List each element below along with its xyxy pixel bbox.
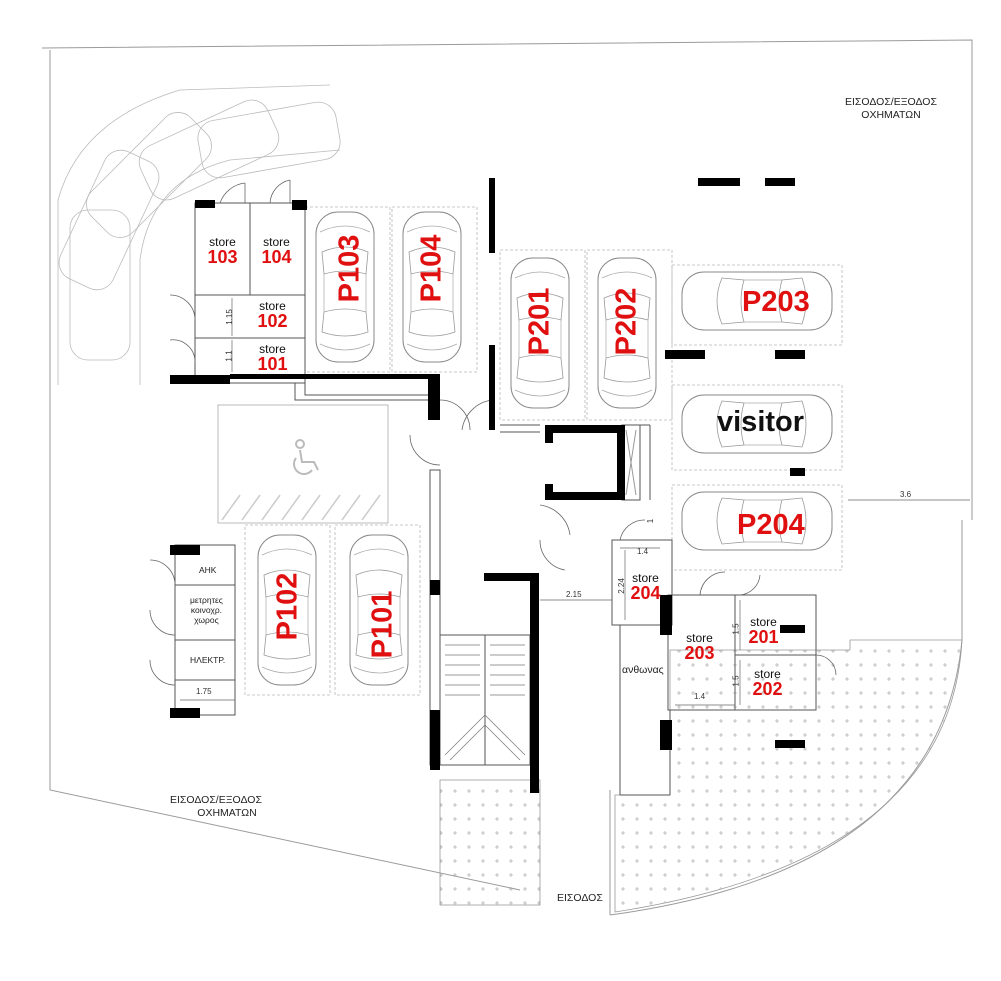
store-103-number: 103: [207, 247, 238, 267]
store-201-word: store: [750, 615, 777, 629]
structural-walls: [170, 178, 805, 793]
store-103-word: store: [209, 235, 236, 249]
store-101-word: store: [259, 342, 286, 356]
room-meters-line3: χωρος: [194, 614, 219, 625]
parking-bays: [244, 206, 843, 696]
store-202-word: store: [754, 667, 781, 681]
dim-1-75: 1.75: [196, 687, 212, 696]
parking-visitor: visitor: [717, 406, 805, 438]
store-201-number: 201: [748, 627, 779, 647]
dimension-lines: [180, 298, 970, 706]
parking-p104: P104: [415, 234, 448, 303]
store-102-number: 102: [257, 311, 288, 331]
parking-p102: P102: [271, 572, 304, 641]
parking-p202: P202: [610, 287, 643, 356]
vehicle-entrance-top-line1: ΕΙΣΟΔΟΣ/ΕΞΟΔΟΣ: [845, 96, 937, 108]
store-203-word: store: [686, 631, 713, 645]
store-204-number: 204: [630, 583, 661, 603]
store-202: store 202: [745, 668, 790, 698]
store-102-word: store: [259, 299, 286, 313]
vehicle-entrance-top-label: ΕΙΣΟΔΟΣ/ΕΞΟΔΟΣ ΟΧΗΜΑΤΩΝ: [845, 97, 937, 120]
room-meters: μετρητες κοινοχρ. χωρος: [190, 595, 223, 625]
garden-label: ανθωνας: [622, 664, 664, 676]
ramp-cars: [57, 84, 341, 385]
dim-1: 1: [646, 518, 656, 524]
parking-p204: P204: [737, 509, 805, 541]
pedestrian-entrance-label: ΕΙΣΟΔΟΣ: [557, 892, 603, 904]
dim-2-24: 2.24: [616, 578, 626, 594]
dim-2-15: 2.15: [566, 590, 582, 599]
dim-1-4-top: 1.4: [637, 547, 649, 556]
dim-1-4-bottom: 1.4: [694, 692, 706, 701]
dim-1-5-top: 1.5: [731, 623, 741, 635]
store-104-word: store: [263, 235, 290, 249]
wheelchair-icon: [293, 439, 319, 475]
room-electric: ΗΛΕΚΤΡ.: [190, 655, 226, 665]
parking-p101: P101: [366, 590, 399, 659]
store-204: store 204: [623, 572, 668, 602]
room-ahk: ΑΗΚ: [199, 565, 217, 575]
store-204-word: store: [632, 571, 659, 585]
garden-areas: [439, 639, 963, 913]
dim-1-1: 1.1: [224, 350, 234, 362]
store-203: store 203: [677, 632, 722, 662]
store-201: store 201: [741, 616, 786, 646]
store-101: store 101: [250, 343, 295, 373]
store-202-number: 202: [752, 679, 783, 699]
vehicle-entrance-top-line2: ΟΧΗΜΑΤΩΝ: [861, 108, 921, 121]
parking-p201: P201: [523, 287, 556, 356]
dim-1-15: 1.15: [224, 309, 234, 325]
store-104: store 104: [254, 236, 299, 266]
door-swings: [149, 179, 837, 686]
vehicle-entrance-bottom-line2: ΟΧΗΜΑΤΩΝ: [197, 806, 257, 819]
store-104-number: 104: [261, 247, 292, 267]
vehicle-entrance-bottom-label: ΕΙΣΟΔΟΣ/ΕΞΟΔΟΣ ΟΧΗΜΑΤΩΝ: [170, 795, 262, 818]
parking-p203: P203: [742, 286, 810, 318]
parking-p103: P103: [333, 234, 366, 303]
dim-3-6: 3.6: [900, 490, 912, 499]
store-102: store 102: [250, 300, 295, 330]
disabled-parking-bay: [217, 404, 389, 524]
room-meters-line1: μετρητες: [190, 595, 223, 605]
store-203-number: 203: [684, 643, 715, 663]
vehicle-entrance-bottom-line1: ΕΙΣΟΔΟΣ/ΕΞΟΔΟΣ: [170, 794, 262, 806]
room-meters-line2: κοινοχρ.: [190, 604, 223, 615]
dim-1-5-bottom: 1.5: [731, 675, 741, 687]
store-103: store 103: [200, 236, 245, 266]
store-101-number: 101: [257, 354, 288, 374]
